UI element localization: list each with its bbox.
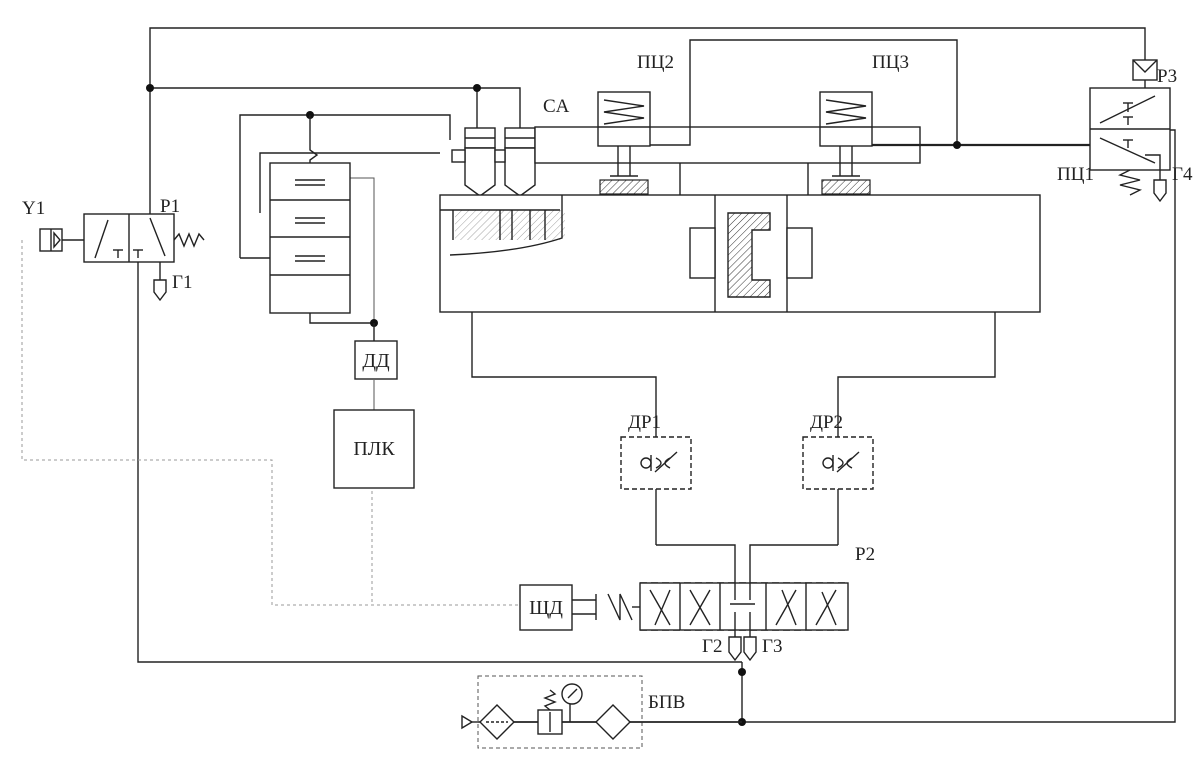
throttle-dr1 [620, 436, 692, 545]
distributor-block [239, 111, 451, 341]
main-body [439, 126, 1041, 313]
drive-coupling [572, 593, 640, 621]
label-p1: P1 [160, 196, 180, 217]
valve-ca [451, 84, 536, 197]
label-g1: Г1 [172, 272, 192, 293]
exhausts-g2-g3 [728, 630, 757, 662]
label-p3: P3 [1157, 66, 1177, 87]
label-dr1: ДР1 [628, 412, 661, 433]
stepper-drive-shd [519, 584, 573, 631]
label-shd: ЩД [529, 597, 563, 619]
label-dd: ДД [362, 350, 390, 372]
throttle-dr2 [802, 436, 874, 545]
label-g3: Г3 [762, 636, 782, 657]
label-pc2: ПЦ2 [637, 52, 674, 73]
valve-p1 [39, 213, 205, 302]
label-p2: P2 [855, 544, 875, 565]
label-ca: CA [543, 96, 570, 117]
label-pc3: ПЦ3 [872, 52, 909, 73]
label-pc1: ПЦ1 [1057, 164, 1094, 185]
label-g4: Г4 [1172, 164, 1193, 185]
air-prep-unit-bpv [461, 675, 742, 749]
cylinder-pc3 [819, 91, 873, 195]
plc-box [333, 409, 415, 489]
label-g2: Г2 [702, 636, 722, 657]
label-y1: Y1 [22, 198, 45, 219]
valve-p3 [1089, 59, 1171, 203]
valve-p2 [639, 582, 849, 631]
label-dr2: ДР2 [810, 412, 843, 433]
label-plk: ПЛК [353, 438, 395, 460]
pressure-sensor-dd [354, 340, 398, 380]
cylinder-pc2 [597, 91, 651, 195]
label-bpv: БПВ [648, 692, 685, 713]
